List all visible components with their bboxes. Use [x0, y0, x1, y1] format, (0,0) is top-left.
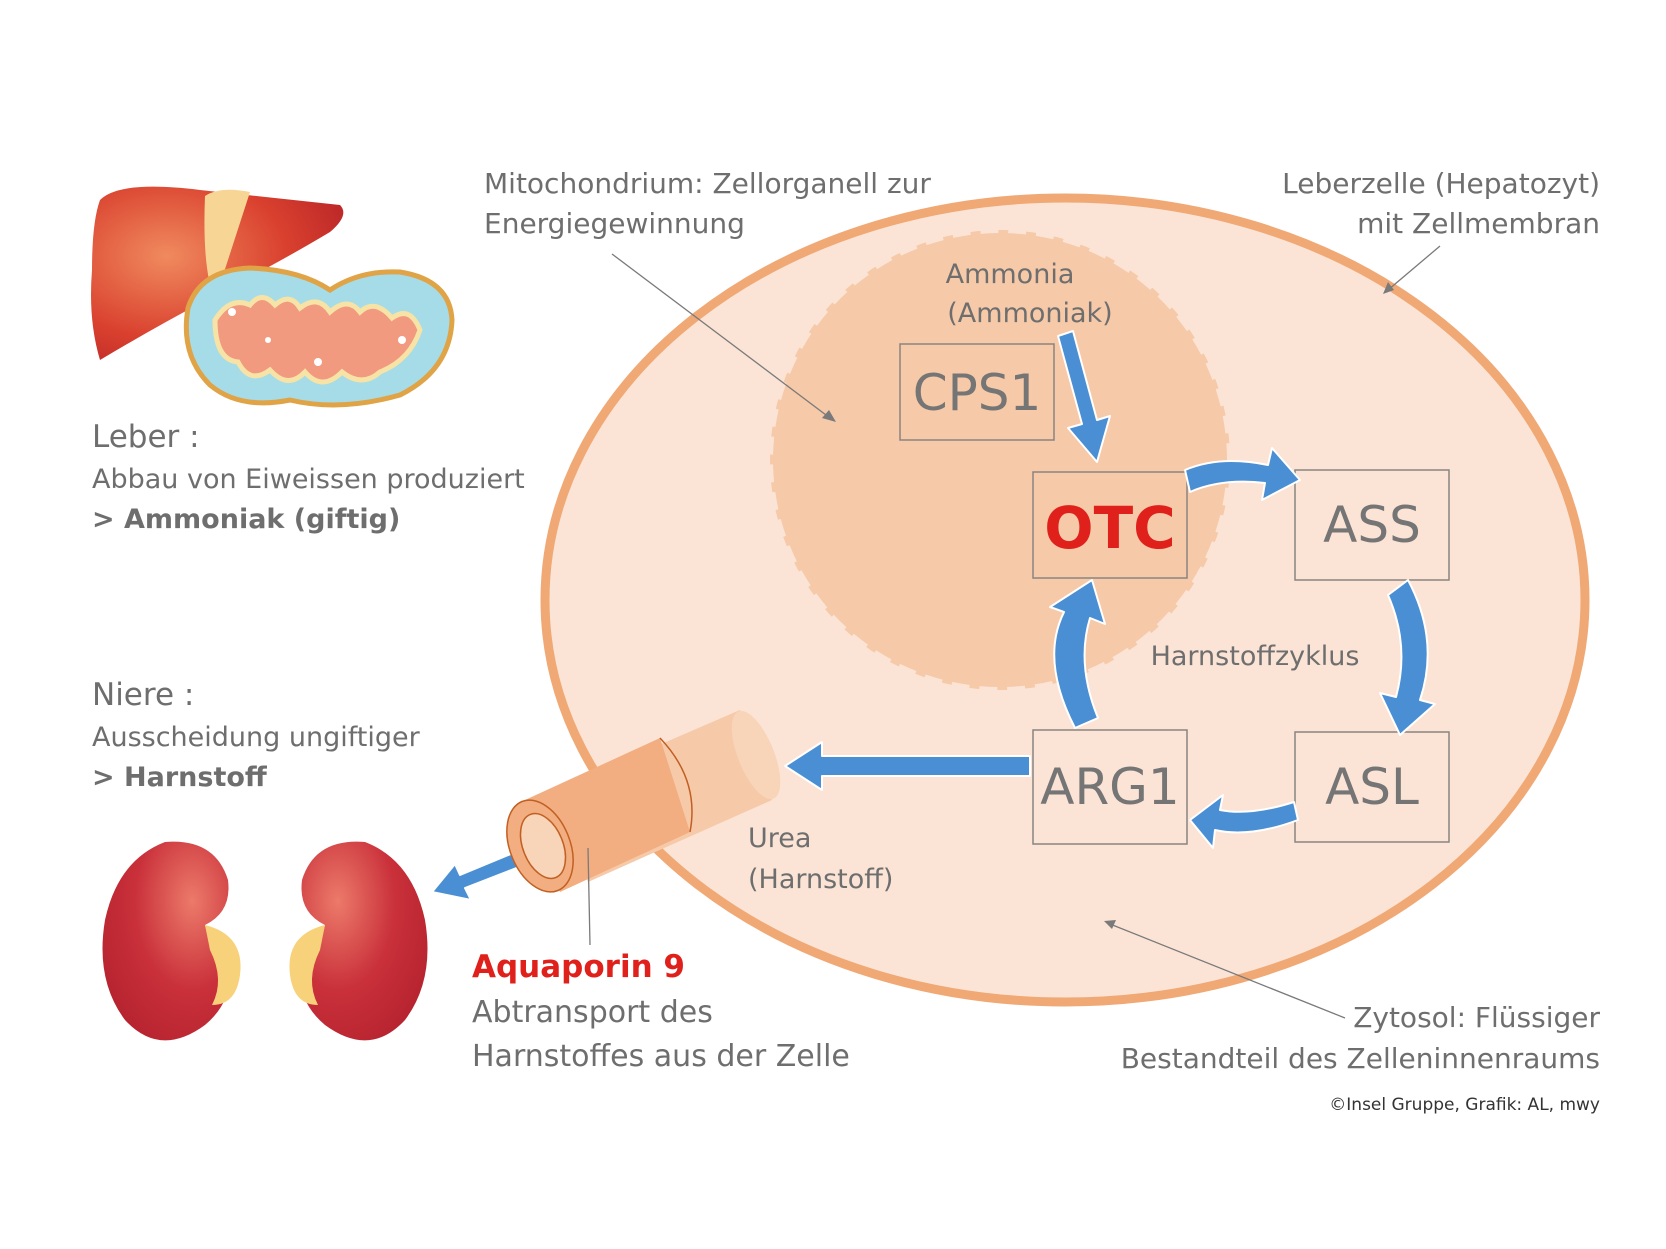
niere-line-2: > Harnstoff [92, 762, 268, 793]
ammonia-line-1: Ammonia [946, 259, 1075, 290]
cps1-label: CPS1 [913, 364, 1042, 422]
kidneys-icon [102, 841, 428, 1041]
enzyme-arg1: ARG1 [1032, 729, 1188, 845]
enzyme-asl: ASL [1294, 731, 1450, 843]
leader-arrowhead [822, 410, 836, 422]
aquaporin-line-1: Abtransport des [472, 995, 713, 1030]
mitochondrium-region [767, 227, 1233, 693]
niere-caption: Niere : Ausscheidung ungiftiger > Harnst… [92, 677, 421, 793]
leader-arrowhead [1383, 282, 1394, 294]
mitochondrium-line-1: Mitochondrium: Zellorganell zur [484, 167, 931, 200]
niere-line-1: Ausscheidung ungiftiger [92, 722, 421, 753]
kidney-left [102, 841, 231, 1041]
zytosol-line-1: Zytosol: Flüssiger [1353, 1001, 1600, 1034]
leader-mitochondrium [611, 253, 831, 419]
arrow-ammonia-to-otc [1057, 330, 1111, 463]
niere-title: Niere : [92, 677, 194, 713]
leberzelle-line-2: mit Zellmembran [1357, 207, 1600, 240]
leader-leberzelle [1387, 245, 1441, 291]
leberzelle-line-1: Leberzelle (Hepatozyt) [1282, 167, 1600, 200]
aquaporin-title: Aquaporin 9 [472, 949, 685, 985]
aquaporin-channel-icon [506, 710, 781, 893]
leber-line-1: Abbau von Eiweissen produziert [92, 464, 525, 495]
zytosol-caption: Zytosol: Flüssiger Bestandteil des Zelle… [1121, 1001, 1601, 1075]
arrow-otc-to-ass [1184, 447, 1301, 501]
enzyme-otc: OTC [1032, 471, 1188, 579]
aquaporin-line-2: Harnstoffes aus der Zelle [472, 1039, 850, 1074]
aquaporin-caption: Aquaporin 9 Abtransport des Harnstoffes … [472, 949, 850, 1074]
leber-title: Leber : [92, 419, 200, 455]
ammonia-caption: Ammonia (Ammoniak) [946, 259, 1113, 329]
zytosol-line-2: Bestandteil des Zelleninnenraums [1121, 1042, 1600, 1075]
otc-label: OTC [1044, 494, 1175, 562]
arrow-asl-to-arg1 [1189, 794, 1299, 849]
arrow-ass-to-asl [1379, 579, 1436, 736]
urea-line-1: Urea [748, 823, 811, 854]
arrow-urea-to-channel [784, 741, 1031, 791]
mitochondrium-caption: Mitochondrium: Zellorganell zur Energieg… [484, 167, 931, 240]
asl-label: ASL [1325, 758, 1419, 816]
mitochondrium-circle [767, 227, 1233, 693]
leber-line-2: > Ammoniak (giftig) [92, 504, 400, 535]
mitochondrium-line-2: Energiegewinnung [484, 207, 745, 240]
urea-line-2: (Harnstoff) [748, 864, 893, 895]
cycle-label: Harnstoffzyklus [1151, 641, 1360, 672]
leader-arrowhead [1104, 920, 1116, 929]
urea-caption: Urea (Harnstoff) [748, 823, 893, 895]
kidney-right [299, 841, 428, 1041]
leber-caption: Leber : Abbau von Eiweissen produziert >… [92, 419, 525, 535]
ammonia-line-2: (Ammoniak) [947, 298, 1112, 329]
leberzelle-caption: Leberzelle (Hepatozyt) mit Zellmembran [1282, 167, 1600, 240]
leader-zytosol [1109, 923, 1346, 1019]
enzyme-cps1: CPS1 [899, 343, 1055, 441]
arrow-arg1-to-otc [1049, 579, 1106, 729]
ass-label: ASS [1323, 496, 1421, 554]
leader-aquaporin [587, 847, 591, 946]
enzyme-ass: ASS [1294, 469, 1450, 581]
mitochondrion-icon [183, 265, 455, 408]
arg1-label: ARG1 [1040, 758, 1180, 816]
copyright: ©Insel Gruppe, Grafik: AL, mwy [1329, 1095, 1600, 1115]
